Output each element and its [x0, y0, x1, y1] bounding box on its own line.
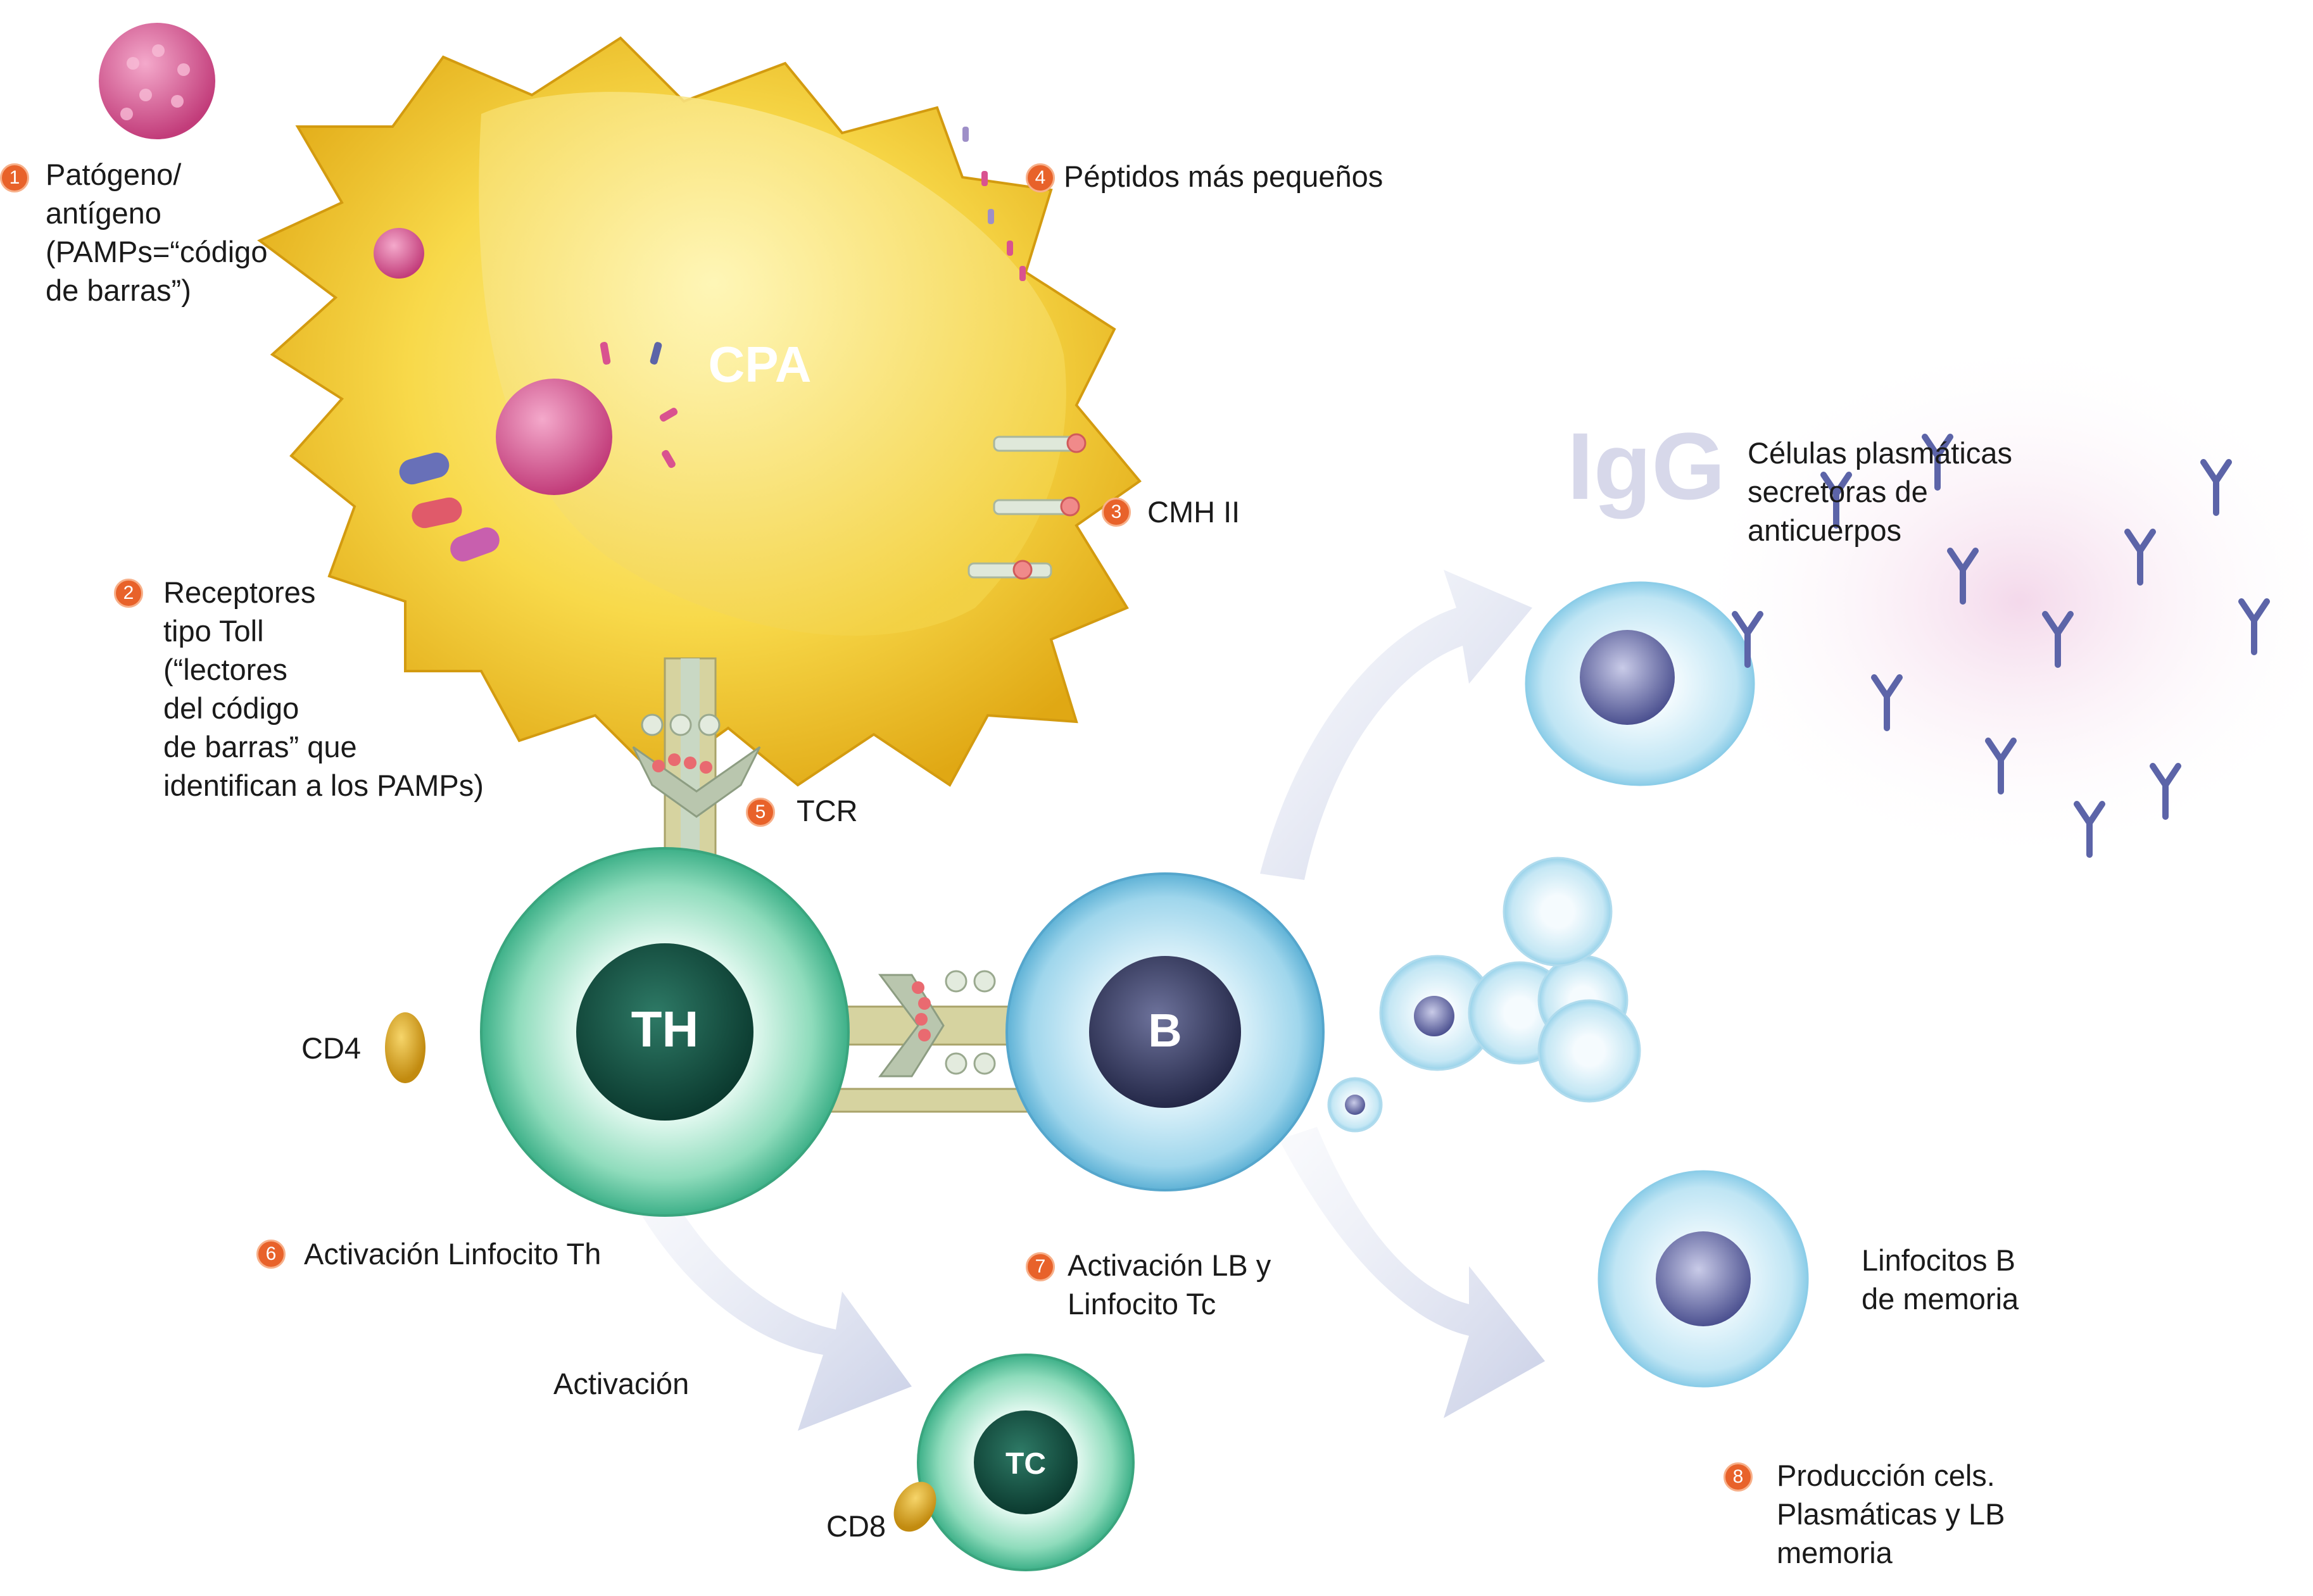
step-6-label: Activación Linfocito Th [304, 1235, 601, 1273]
arrow-to-tc-cell [621, 1171, 912, 1431]
step-1-line-2: antígeno [46, 196, 161, 230]
bound-pathogen-icon [374, 228, 424, 279]
peptide-fragments [600, 127, 1026, 468]
antibody-icons [1732, 434, 2270, 858]
step-2-label: Receptores tipo Toll (“lectores del códi… [163, 573, 484, 805]
step-2-line-6: identifican a los PAMPs) [163, 769, 484, 802]
memory-b-line-2: de memoria [1862, 1282, 2019, 1316]
step-8-badge: 8 [1724, 1462, 1753, 1492]
cd4-label: CD4 [301, 1031, 362, 1065]
step-3-badge: 3 [1102, 498, 1131, 527]
th-cell [480, 847, 850, 1217]
step-1-line-4: de barras”) [46, 273, 191, 307]
activation-label: Activación [553, 1367, 690, 1400]
step-8-line-3: memoria [1777, 1536, 1893, 1569]
step-1-badge: 1 [0, 163, 29, 192]
plasma-cell [1525, 581, 1755, 786]
mhc-ii-icon [967, 433, 1087, 580]
cd4-marker-icon [385, 1012, 425, 1083]
plasma-cells-line-2: secretoras de [1748, 475, 1928, 508]
memory-b-cell [1598, 1170, 1809, 1388]
apc-label: CPA [708, 336, 812, 393]
b-cell [1005, 872, 1325, 1191]
small-cell-nucleus [1345, 1095, 1365, 1115]
cd8-marker-icon [893, 1481, 936, 1532]
antibody-cloud [1691, 336, 2313, 867]
step-5-line-1: TCR [797, 794, 858, 827]
plasma-cells-line-1: Células plasmáticas [1748, 436, 2012, 470]
memory-b-line-1: Linfocitos B [1862, 1243, 2015, 1277]
engulfed-pathogen-icon [496, 379, 612, 495]
step-4-label: Péptidos más pequeños [1064, 157, 1383, 196]
step-2-line-3: (“lectores [163, 653, 287, 686]
step-1-line-3: (PAMPs=“código [46, 235, 268, 268]
step-3-label: CMH II [1147, 493, 1240, 531]
step-5-label: TCR [797, 791, 858, 830]
arrow-to-plasma-cell [1260, 570, 1532, 880]
step-3-line-1: CMH II [1147, 495, 1240, 529]
step-7-label: Activación LB y Linfocito Tc [1068, 1246, 1271, 1323]
step-2-badge: 2 [114, 579, 143, 608]
step-2-line-5: de barras” que [163, 730, 357, 763]
step-5-badge: 5 [746, 798, 775, 827]
step-1-line-1: Patógeno/ [46, 158, 182, 191]
dividing-cells [1327, 857, 1641, 1133]
th-label: TH [631, 1001, 699, 1057]
plasma-cells-label: Células plasmáticas secretoras de anticu… [1748, 434, 2012, 550]
cd8-label: CD8 [826, 1509, 886, 1543]
pathogen-icon [99, 23, 215, 139]
step-1-label: Patógeno/ antígeno (PAMPs=“código de bar… [46, 155, 267, 310]
tcr-complex-icon [632, 657, 761, 862]
step-7-line-2: Linfocito Tc [1068, 1287, 1216, 1321]
tc-label: TC [1005, 1447, 1046, 1481]
dividing-cell-nucleus [1414, 996, 1454, 1036]
apc-inner-membrane [479, 92, 1066, 636]
memory-b-label: Linfocitos B de memoria [1862, 1241, 2019, 1318]
step-2-line-1: Receptores [163, 575, 316, 609]
step-8-line-1: Producción cels. [1777, 1459, 1995, 1492]
step-4-badge: 4 [1026, 163, 1055, 192]
step-7-line-1: Activación LB y [1068, 1248, 1271, 1282]
step-7-badge: 7 [1026, 1252, 1055, 1281]
b-label: B [1148, 1004, 1182, 1057]
plasma-cells-line-3: anticuerpos [1748, 513, 1901, 547]
step-2-line-4: del código [163, 691, 299, 725]
step-2-line-2: tipo Toll [163, 614, 264, 648]
igg-label: IgG [1567, 413, 1725, 519]
arrow-to-memory-cell [1279, 1127, 1545, 1418]
step-6-line-1: Activación Linfocito Th [304, 1237, 602, 1271]
tc-cell [917, 1354, 1135, 1571]
toll-like-receptors-icon [399, 452, 500, 562]
step-6-badge: 6 [256, 1240, 286, 1269]
step-4-line-1: Péptidos más pequeños [1064, 160, 1383, 193]
step-8-line-2: Plasmáticas y LB [1777, 1497, 2005, 1531]
step-8-label: Producción cels. Plasmáticas y LB memori… [1777, 1456, 2005, 1572]
